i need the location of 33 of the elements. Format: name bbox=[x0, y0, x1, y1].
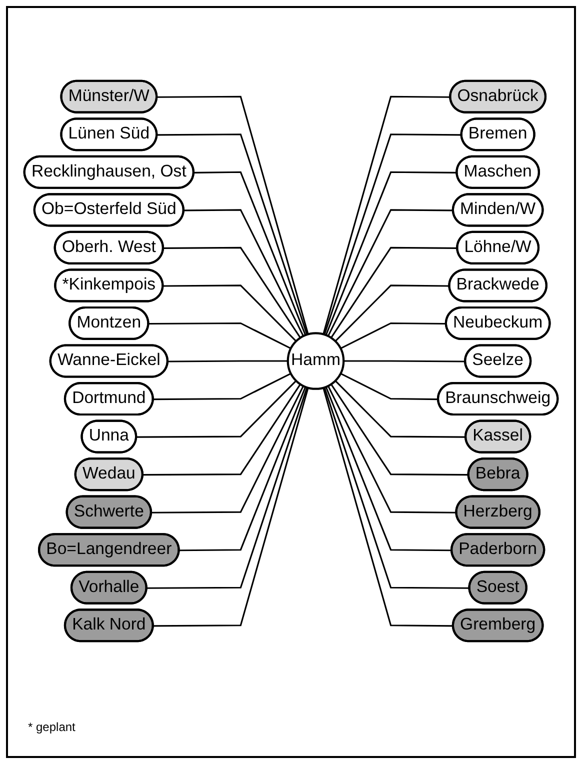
connector bbox=[194, 171, 306, 336]
connector bbox=[325, 171, 458, 336]
connector bbox=[163, 246, 301, 338]
connector bbox=[179, 386, 306, 552]
connector bbox=[334, 380, 466, 438]
diagram-frame: Hamm Münster/W Lünen Süd Recklinghausen, Ost Ob=Osterfeld Süd Oberh. West *Kinkempois Montzen Wanne-Eickel Dortmund Unna Wedau Schwerte Bo=Langendreer Vorhalle Kalk Nord Osnabrück Bremen Maschen Minden/W Löhne/W Brackwede Neubeckum Seelze Braunschweig Kassel Bebra Herzberg Paderborn Soest Gremberg * geplant bbox=[6, 6, 576, 758]
connector bbox=[184, 209, 304, 336]
connector bbox=[327, 386, 457, 514]
connector bbox=[163, 284, 297, 342]
connector bbox=[153, 388, 309, 627]
connector bbox=[157, 96, 309, 334]
connector bbox=[334, 284, 450, 342]
connector bbox=[340, 372, 439, 400]
connector bbox=[142, 384, 301, 476]
connector bbox=[324, 387, 470, 589]
connector bbox=[327, 209, 454, 336]
footnote: * geplant bbox=[28, 720, 76, 734]
connector bbox=[325, 386, 452, 552]
connector bbox=[330, 384, 469, 476]
connector bbox=[330, 246, 458, 338]
connector bbox=[152, 386, 304, 514]
connector bbox=[146, 387, 308, 589]
connector bbox=[148, 322, 292, 350]
connector bbox=[344, 360, 466, 362]
connector bbox=[322, 388, 454, 627]
connector bbox=[136, 380, 297, 438]
connector bbox=[168, 360, 288, 362]
node-circle bbox=[286, 332, 345, 390]
connector bbox=[324, 134, 462, 335]
connector bbox=[340, 322, 446, 350]
connector bbox=[157, 134, 308, 335]
connector bbox=[322, 96, 451, 334]
connector bbox=[153, 372, 292, 400]
